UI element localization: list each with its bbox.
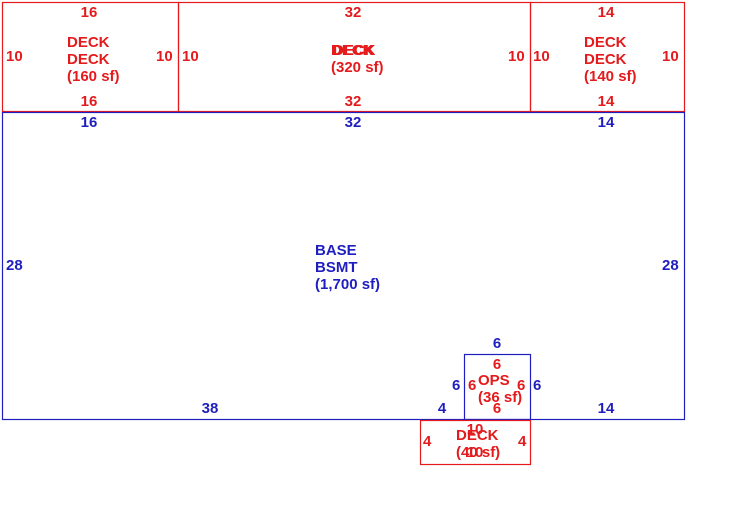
- deck-right-outline: [529, 1, 686, 113]
- ops-labels: 6 6 OPS 6 (36 sf) 6: [468, 356, 525, 417]
- ops-dim-top: 6: [493, 356, 501, 373]
- deck-center-labels: 32 DECK DECK (320 sf) 10 10 32: [182, 4, 525, 110]
- deck-left-dim-left: 10: [6, 48, 23, 65]
- base-outline: [1, 111, 686, 421]
- ops-dim-right: 6: [517, 377, 525, 394]
- deck-center-name-3: (320 sf): [331, 59, 384, 76]
- base-labels: 16 32 14 BASE BSMT (1,700 sf) 28 28 38 4…: [6, 114, 679, 417]
- base-dim-bottom-left: 38: [202, 400, 219, 417]
- base-dim-right: 28: [662, 257, 679, 274]
- base-dim-left: 28: [6, 257, 23, 274]
- ops-outer-dim-right: 6: [533, 377, 541, 394]
- ops-outer-labels: 6 6 6: [452, 335, 541, 394]
- deck-right-name-2: DECK: [584, 51, 627, 68]
- deck-small-dim-bottom: 10: [467, 444, 484, 461]
- deck-center-dim-left: 10: [182, 48, 199, 65]
- base-name-3: (1,700 sf): [315, 276, 380, 293]
- deck-right-name-3: (140 sf): [584, 68, 637, 85]
- base-dim-bottom-right: 14: [598, 400, 615, 417]
- deck-right-dim-left: 10: [533, 48, 550, 65]
- ops-dim-bottom: 6: [493, 400, 501, 417]
- deck-right-dim-bottom: 14: [598, 93, 615, 110]
- ops-outer-dim-top: 6: [493, 335, 501, 352]
- deck-center-name-2: DECK: [333, 42, 376, 59]
- deck-center-dim-bottom: 32: [345, 93, 362, 110]
- deck-small-name-2: (40 sf): [456, 444, 500, 461]
- deck-left-dim-right: 10: [156, 48, 173, 65]
- deck-small-name-1: DECK: [456, 427, 499, 444]
- deck-center-dim-right: 10: [508, 48, 525, 65]
- deck-right-labels: 14 DECK DECK (140 sf) 10 10 14: [533, 4, 679, 110]
- deck-small-dim-top: 10: [467, 421, 484, 438]
- deck-left-dim-top: 16: [81, 4, 98, 21]
- base-dim-top-mid: 32: [345, 114, 362, 131]
- deck-small-outline: [419, 419, 532, 466]
- deck-center-name-1: DECK: [331, 42, 374, 59]
- ops-outer-outline: [463, 353, 532, 421]
- deck-right-name-1: DECK: [584, 34, 627, 51]
- base-dim-top-right: 14: [598, 114, 615, 131]
- deck-left-name-3: (160 sf): [67, 68, 120, 85]
- base-name-1: BASE: [315, 242, 357, 259]
- deck-center-dim-top: 32: [345, 4, 362, 21]
- base-dim-top-left: 16: [81, 114, 98, 131]
- outlines: [1, 1, 686, 466]
- ops-dim-left: 6: [468, 377, 476, 394]
- deck-left-labels: 16 DECK DECK (160 sf) 10 10 16: [6, 4, 173, 110]
- deck-left-dim-bottom: 16: [81, 93, 98, 110]
- base-name-2: BSMT: [315, 259, 358, 276]
- deck-small-dim-right: 4: [518, 433, 527, 450]
- ops-name-2: (36 sf): [478, 389, 522, 406]
- deck-left-name-1: DECK: [67, 34, 110, 51]
- deck-right-dim-right: 10: [662, 48, 679, 65]
- deck-right-dim-top: 14: [598, 4, 615, 21]
- deck-small-labels: 10 DECK 4 4 (40 sf) 10: [423, 421, 527, 461]
- deck-left-name-2: DECK: [67, 51, 110, 68]
- ops-name-1: OPS: [478, 372, 510, 389]
- ops-outer-dim-left: 6: [452, 377, 460, 394]
- base-dim-bottom-notch: 4: [438, 400, 447, 417]
- deck-small-dim-left: 4: [423, 433, 432, 450]
